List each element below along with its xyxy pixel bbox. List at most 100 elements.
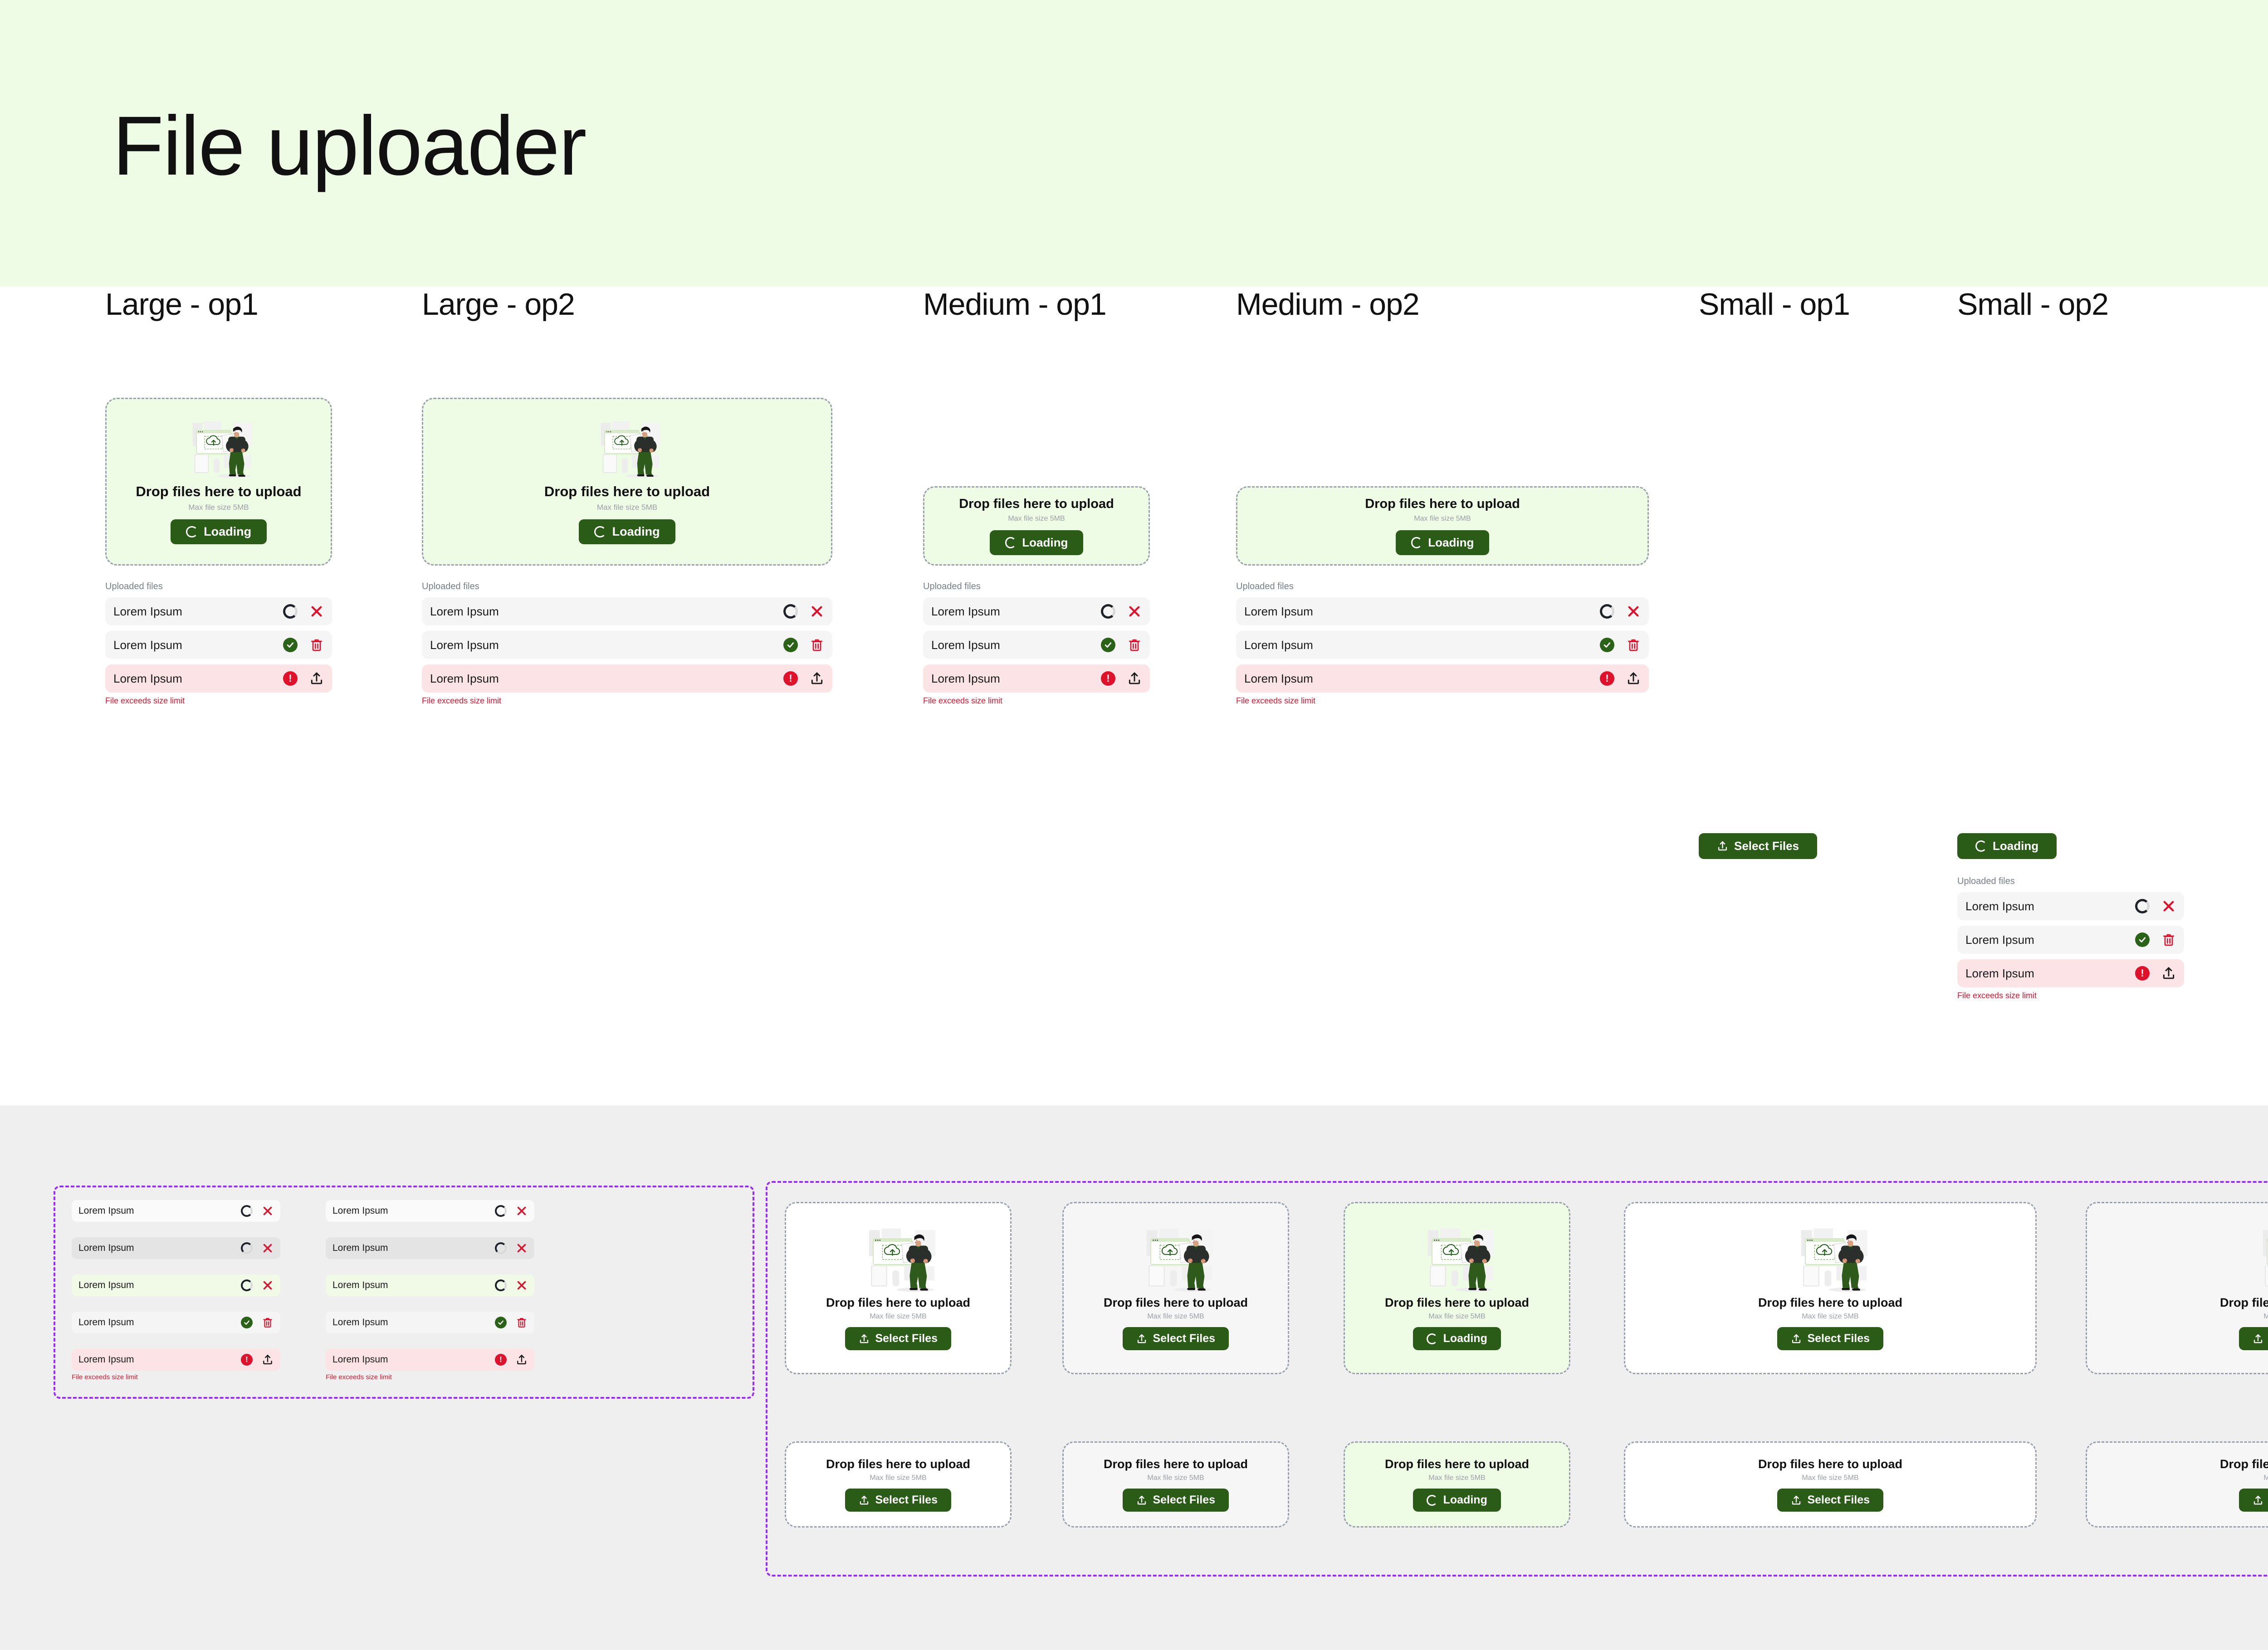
spinner-icon (283, 604, 298, 619)
select-files-button[interactable]: Select Files (845, 1327, 952, 1350)
table-row[interactable]: Lorem Ipsum (72, 1237, 280, 1259)
select-files-button[interactable]: Select Files (1777, 1489, 1884, 1512)
loading-button[interactable]: Loading (1413, 1327, 1501, 1350)
loading-button[interactable]: Loading (989, 530, 1084, 555)
close-icon[interactable] (1626, 604, 1641, 619)
trash-icon[interactable] (262, 1317, 274, 1328)
loading-button[interactable]: Loading (1395, 530, 1490, 555)
dropzone-subtitle: Max file size 5MB (1428, 1313, 1486, 1320)
table-row[interactable]: Lorem Ipsum (72, 1274, 280, 1296)
dropzone[interactable]: Drop files here to upload Max file size … (105, 398, 332, 566)
table-row[interactable]: Lorem Ipsum (72, 1200, 280, 1222)
close-icon[interactable] (2161, 899, 2176, 913)
table-row[interactable]: Lorem Ipsum (105, 631, 332, 659)
table-row[interactable]: Lorem Ipsum (326, 1274, 534, 1296)
table-row[interactable]: Lorem Ipsum (1957, 926, 2184, 954)
table-row[interactable]: Lorem Ipsum (422, 597, 832, 625)
column-title: Small - op2 (1957, 287, 2109, 322)
close-icon[interactable] (262, 1205, 274, 1217)
trash-icon[interactable] (810, 638, 824, 652)
table-row[interactable]: Lorem Ipsum ! (1957, 959, 2184, 987)
table-row[interactable]: Lorem Ipsum (923, 631, 1150, 659)
table-row[interactable]: Lorem Ipsum ! (326, 1349, 534, 1371)
dropzone[interactable]: Drop files here to upload Max file size … (785, 1202, 1012, 1374)
table-row[interactable]: Lorem Ipsum (326, 1237, 534, 1259)
retry-upload-icon[interactable] (309, 671, 324, 686)
trash-icon[interactable] (309, 638, 324, 652)
dropzone[interactable]: Drop files here to upload Max file size … (2086, 1202, 2268, 1374)
retry-upload-icon[interactable] (1626, 671, 1641, 686)
dropzone-subtitle: Max file size 5MB (1802, 1474, 1859, 1482)
select-files-button[interactable]: Select Files (1122, 1327, 1229, 1350)
loading-button[interactable]: Loading (1957, 833, 2057, 859)
table-row[interactable]: Lorem Ipsum (422, 631, 832, 659)
loading-button[interactable]: Loading (170, 519, 267, 544)
table-row[interactable]: Lorem Ipsum (1236, 597, 1649, 625)
trash-icon[interactable] (2161, 932, 2176, 947)
table-row[interactable]: Lorem Ipsum (105, 597, 332, 625)
column-title: Large - op2 (422, 287, 575, 322)
file-name: Lorem Ipsum (78, 1280, 134, 1290)
dropzone[interactable]: Drop files here to upload Max file size … (923, 486, 1150, 566)
showcase-region: Large - op1 Drop files here to upload Ma… (0, 287, 2268, 1105)
trash-icon[interactable] (1127, 638, 1142, 652)
retry-upload-icon[interactable] (2161, 966, 2176, 981)
table-row[interactable]: Lorem Ipsum (326, 1312, 534, 1333)
table-row[interactable]: Lorem Ipsum (72, 1312, 280, 1333)
dropzone[interactable]: Drop files here to upload Max file size … (1062, 1202, 1289, 1374)
select-files-button[interactable]: Select Files (845, 1489, 952, 1512)
dropzone[interactable]: Drop files here to upload Max file size … (1624, 1441, 2037, 1528)
select-files-button[interactable]: Select Files (1122, 1489, 1229, 1512)
check-circle-icon (1600, 638, 1614, 652)
close-icon[interactable] (516, 1242, 528, 1254)
loading-icon (1427, 1333, 1438, 1344)
table-row[interactable]: Lorem Ipsum (1957, 892, 2184, 920)
select-files-button[interactable]: Select Files (2239, 1327, 2268, 1350)
loading-button-label: Loading (1443, 1332, 1487, 1345)
uploaded-files-label: Uploaded files (1236, 581, 1294, 591)
retry-upload-icon[interactable] (516, 1354, 528, 1366)
close-icon[interactable] (262, 1242, 274, 1254)
close-icon[interactable] (810, 604, 824, 619)
column-title: Medium - op1 (923, 287, 1107, 322)
file-name: Lorem Ipsum (332, 1354, 388, 1365)
dropzone[interactable]: Drop files here to upload Max file size … (1344, 1202, 1570, 1374)
states-column: Lorem Ipsum Lorem Ipsum Lorem Ipsum Lore… (326, 1200, 534, 1381)
close-icon[interactable] (516, 1205, 528, 1217)
trash-icon[interactable] (516, 1317, 528, 1328)
table-row[interactable]: Lorem Ipsum (326, 1200, 534, 1222)
retry-upload-icon[interactable] (1127, 671, 1142, 686)
close-icon[interactable] (1127, 604, 1142, 619)
retry-upload-icon[interactable] (262, 1354, 274, 1366)
table-row[interactable]: Lorem Ipsum ! (1236, 664, 1649, 693)
trash-icon[interactable] (1626, 638, 1641, 652)
select-files-button[interactable]: Select Files (2239, 1489, 2268, 1512)
table-row[interactable]: Lorem Ipsum ! (105, 664, 332, 693)
dropzone[interactable]: Drop files here to upload Max file size … (1344, 1441, 1570, 1528)
close-icon[interactable] (309, 604, 324, 619)
loading-button[interactable]: Loading (1413, 1489, 1501, 1512)
dropzone[interactable]: Drop files here to upload Max file size … (785, 1441, 1012, 1528)
select-files-button[interactable]: Select Files (1777, 1327, 1884, 1350)
select-files-button[interactable]: Select Files (1699, 833, 1818, 859)
table-row[interactable]: Lorem Ipsum ! (422, 664, 832, 693)
file-name: Lorem Ipsum (78, 1243, 134, 1253)
dropzone[interactable]: Drop files here to upload Max file size … (1062, 1441, 1289, 1528)
upload-icon (1136, 1495, 1147, 1506)
table-row[interactable]: Lorem Ipsum (1236, 631, 1649, 659)
close-icon[interactable] (262, 1279, 274, 1291)
table-row[interactable]: Lorem Ipsum ! (72, 1349, 280, 1371)
spinner-icon (241, 1279, 253, 1291)
dropzone[interactable]: Drop files here to upload Max file size … (2086, 1441, 2268, 1528)
dropzone[interactable]: Drop files here to upload Max file size … (422, 398, 832, 566)
retry-upload-icon[interactable] (810, 671, 824, 686)
dropzone[interactable]: Drop files here to upload Max file size … (1624, 1202, 2037, 1374)
loading-button-label: Loading (612, 525, 660, 538)
table-row[interactable]: Lorem Ipsum (923, 597, 1150, 625)
close-icon[interactable] (516, 1279, 528, 1291)
error-message: File exceeds size limit (105, 696, 185, 705)
dropzone[interactable]: Drop files here to upload Max file size … (1236, 486, 1649, 566)
table-row[interactable]: Lorem Ipsum ! (923, 664, 1150, 693)
file-name: Lorem Ipsum (332, 1206, 388, 1216)
loading-button[interactable]: Loading (579, 519, 675, 544)
